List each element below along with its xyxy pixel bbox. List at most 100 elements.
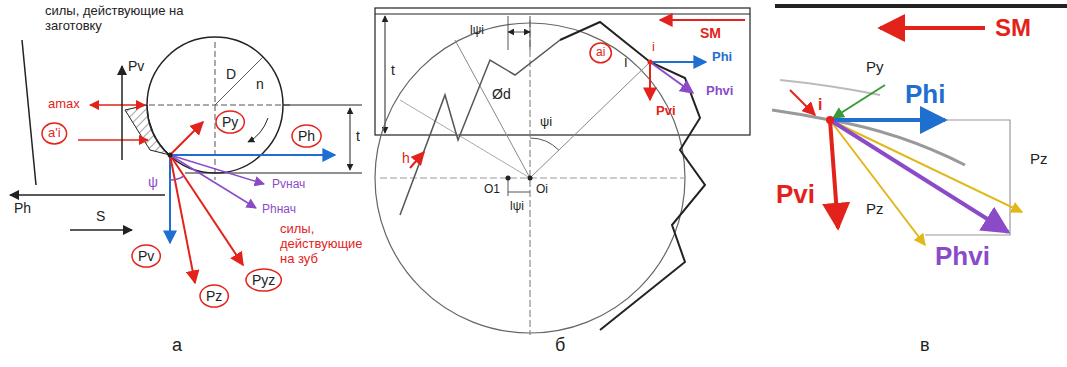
feed-label: SM [995,14,1031,42]
dimension-label: a'i [48,126,61,141]
force-label: Phнач [262,203,296,217]
force-arrow [833,85,885,118]
extension-line [508,16,530,50]
force-label: Py [866,58,884,75]
center-label: O1 [484,183,500,197]
feed-label: SM [700,25,721,41]
force-arrow [649,62,651,100]
center-label: Oi [536,183,548,197]
panel-c [772,6,1067,245]
panel-letter: а [172,335,182,356]
center-point [528,176,533,181]
force-arrow [830,120,1022,212]
force-arrow [650,62,693,93]
force-label: Pz [1030,150,1048,167]
amax-dimension [90,104,145,106]
label-ring [246,269,281,291]
force-label: Py [222,114,238,130]
thickness-mark [790,90,815,115]
force-arrow [650,61,706,63]
panel-letter: б [555,335,565,356]
force-label: Phvi [706,84,733,99]
angle-arc [530,138,559,150]
label-ring [216,111,244,133]
force-label: Pv [128,58,144,74]
radial-line [400,100,530,178]
force-label: Phvi [935,242,990,272]
label-ring [590,43,611,63]
cut-contour [560,22,705,330]
tooth-point [648,60,653,65]
workpiece-surface [22,40,36,185]
workpiece-edge [775,4,1067,8]
angle-label: ψi [540,115,552,130]
force-arrow [170,155,264,184]
feed-label: S [96,208,105,224]
force-label: Pvi [776,180,815,210]
dimension-label: ai [596,46,605,60]
angle-arc [170,176,184,180]
label-ring [132,245,160,267]
feed-arrow [70,229,132,231]
force-label: Pvнач [272,178,305,192]
tooth-path [400,40,560,215]
radial-line [530,62,650,178]
depth-dimension [350,108,351,170]
center-point [506,176,511,181]
label-ring [200,285,228,307]
force-arrow [121,66,123,160]
dimension-label: t [356,128,360,144]
dimension-label: Ød [492,86,511,102]
label-rings [42,43,611,307]
force-parallelogram [925,120,1010,235]
depth-dimension [385,16,386,133]
force-label: Pv [138,248,154,264]
diameter-line [215,57,263,105]
dimension-label: t [391,62,395,78]
feed-arrow [660,19,745,21]
force-label: Phi [905,80,945,110]
dimension-label: h [402,150,410,166]
extension-line [185,173,362,174]
center-line [215,42,216,180]
point-label: i [652,40,655,55]
angle-label: ψ [148,174,158,190]
rotation-label: n [256,76,264,92]
force-label: Pz [206,288,222,304]
panel-letter: в [920,335,930,356]
dimension-label: amax [48,97,80,112]
extension-line [283,105,362,106]
force-label: Pz [866,200,884,217]
force-label: Pvi [656,104,676,119]
force-arrow [830,120,1008,232]
force-label: Phi [712,50,732,65]
force-arrow [170,154,335,156]
workpiece-edge [375,14,750,15]
note-text: силы, действующие на заготовку [45,4,195,34]
force-label: Ph [298,128,315,144]
cutter-arc [780,80,880,95]
force-arrow [169,155,171,243]
note-text: силы, действующие на зуб [280,222,370,267]
force-arrow [10,194,165,196]
force-arrow [830,120,838,228]
tooth-point [826,116,834,124]
panel-b [375,8,750,335]
rotation-arrow [248,118,268,142]
dimension-label: lψi [510,200,524,214]
dimension-label: D [226,66,236,82]
offset-dimension [508,32,530,33]
offset-dimension [508,192,530,193]
label-ring [292,125,321,147]
force-arrow [170,155,256,208]
dimension-label: lψi [470,24,484,38]
force-arrow [170,122,203,155]
point-label: i [818,96,822,114]
force-label: Ph [14,200,31,216]
force-label: Pyz [252,272,275,288]
extension-line [508,180,509,196]
force-arrow [170,155,243,265]
